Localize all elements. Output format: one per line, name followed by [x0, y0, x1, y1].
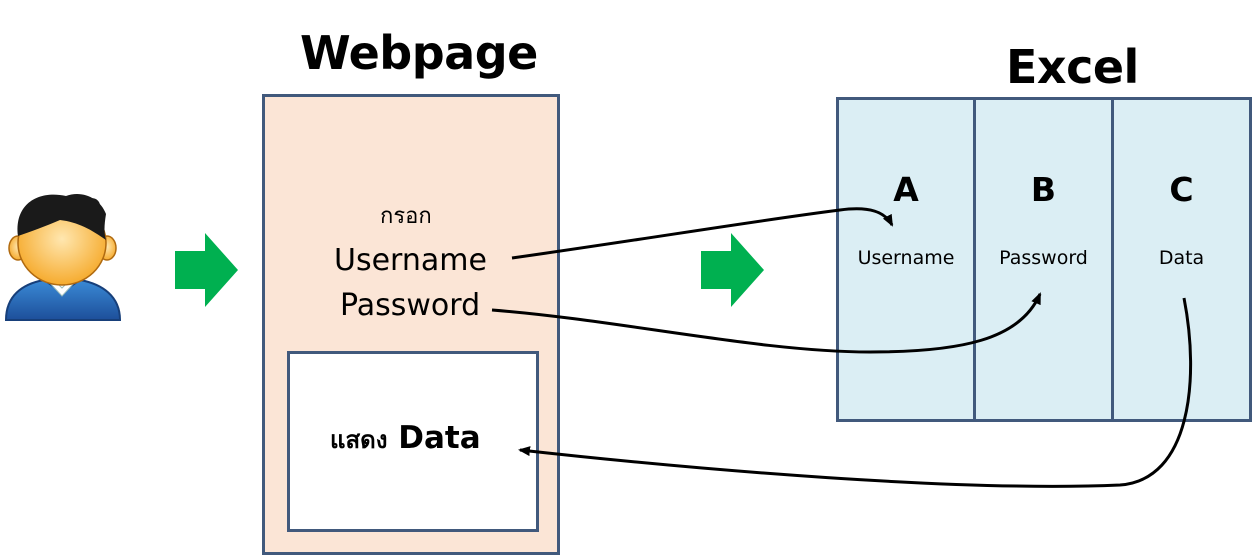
- column-field-username: Username: [857, 247, 955, 269]
- data-connector-arrow: [518, 297, 1193, 488]
- display-data-label: แสดง Data: [330, 420, 481, 459]
- column-letter-b: B: [1030, 170, 1057, 209]
- column-field-data: Data: [1158, 247, 1205, 269]
- user-avatar-icon: [4, 194, 122, 321]
- password-label: Password: [340, 288, 481, 323]
- fill-label: กรอก: [380, 204, 432, 229]
- webpage-title: Webpage: [300, 26, 538, 80]
- username-connector-arrow: [511, 207, 894, 260]
- password-connector-arrow: [491, 292, 1042, 354]
- excel-title: Excel: [1006, 40, 1139, 94]
- excel-column-c: C Data: [1111, 97, 1252, 422]
- display-data-box: [287, 351, 539, 532]
- column-letter-a: A: [893, 170, 919, 209]
- username-label: Username: [334, 243, 487, 278]
- green-right-arrow-icon: [701, 233, 764, 307]
- display-prefix: แสดง: [330, 426, 388, 454]
- column-letter-c: C: [1169, 170, 1194, 209]
- column-field-password: Password: [999, 247, 1088, 269]
- display-data-word: Data: [398, 420, 481, 456]
- excel-column-a: A Username: [836, 97, 976, 422]
- green-right-arrow-icon: [175, 233, 238, 307]
- excel-column-b: B Password: [973, 97, 1114, 422]
